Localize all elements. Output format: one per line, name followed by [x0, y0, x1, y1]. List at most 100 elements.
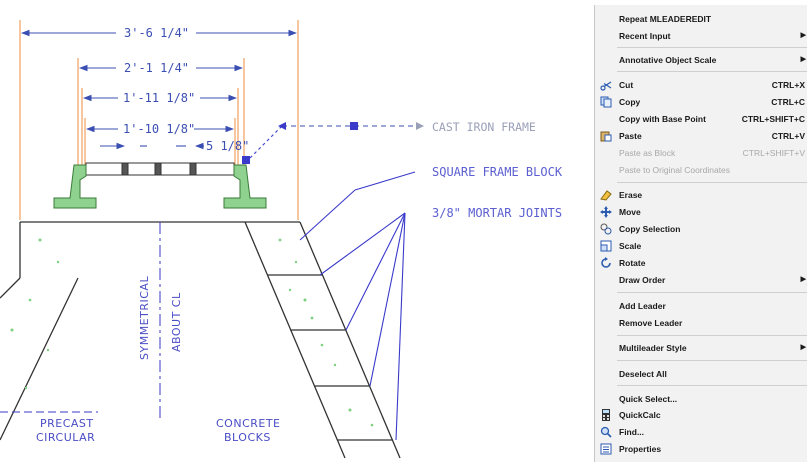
menu-item-deselect-all[interactable]: Deselect All [595, 366, 807, 382]
menu-item-annotative-object-scale[interactable]: Annotative Object Scale ▶ [595, 52, 807, 68]
menu-item-label: Recent Input [619, 31, 671, 41]
menu-separator [617, 71, 807, 72]
note-circular: CIRCULAR [36, 431, 95, 444]
dim-inner-width-2: 1'-10 1/8" [123, 122, 195, 136]
menu-item-label: QuickCalc [619, 410, 661, 420]
menu-item-label: Quick Select... [619, 394, 678, 404]
find-icon [600, 426, 612, 438]
menu-item-label: Move [619, 207, 641, 217]
eraser-icon [600, 190, 612, 201]
concrete-structure [0, 221, 401, 459]
menu-item-find[interactable]: Find... [595, 424, 807, 440]
menu-item-rotate[interactable]: Rotate [595, 255, 807, 271]
menu-item-shortcut: CTRL+C [771, 97, 805, 107]
concrete-specks [10, 238, 374, 427]
menu-item-recent-input[interactable]: Recent Input ▶ [595, 28, 807, 44]
menu-item-label: Remove Leader [619, 318, 683, 328]
note-precast: PRECAST [40, 417, 94, 430]
note-about-cl: ABOUT CL [170, 292, 183, 352]
leader-arrow [278, 122, 286, 130]
cast-iron-frame [53, 164, 267, 209]
rotate-icon [601, 257, 611, 268]
note-concrete: CONCRETE [216, 417, 281, 430]
menu-item-label: Paste as Block [619, 148, 676, 158]
copy-selection-icon [600, 223, 612, 235]
note-blocks: BLOCKS [224, 431, 271, 444]
menu-item-label: Cut [619, 80, 634, 90]
submenu-arrow-icon: ▶ [800, 276, 806, 283]
context-menu: Repeat MLEADEREDIT Recent Input ▶ Annotat… [594, 5, 807, 462]
menu-separator [617, 385, 807, 386]
paste-icon [600, 131, 612, 142]
leader-grip-point[interactable] [350, 122, 358, 130]
callout-square-frame-block: SQUARE FRAME BLOCK [432, 165, 563, 179]
menu-item-copy-selection[interactable]: Copy Selection [595, 221, 807, 237]
menu-item-copy-with-base-point[interactable]: Copy with Base Point CTRL+SHIFT+C [595, 111, 807, 127]
leader-lines [249, 125, 422, 441]
submenu-arrow-icon: ▶ [800, 32, 806, 39]
menu-separator [617, 360, 807, 361]
scale-icon [600, 240, 612, 252]
menu-item-label: Properties [619, 444, 662, 454]
menu-item-paste-to-original-coordinates[interactable]: Paste to Original Coordinates [595, 162, 807, 178]
callout-mortar-joints: 3/8" MORTAR JOINTS [432, 206, 562, 220]
menu-item-draw-order[interactable]: Draw Order ▶ [595, 272, 807, 288]
menu-item-move[interactable]: Move [595, 204, 807, 220]
menu-item-label: Multileader Style [619, 343, 687, 353]
menu-item-label: Paste [619, 131, 642, 141]
leader-arrow [416, 122, 424, 130]
menu-item-label: Add Leader [619, 301, 666, 311]
menu-item-shortcut: CTRL+SHIFT+V [742, 148, 805, 158]
menu-item-shortcut: CTRL+X [771, 80, 805, 90]
menu-item-label: Copy with Base Point [619, 114, 706, 124]
grate [85, 162, 235, 176]
menu-item-label: Rotate [619, 258, 646, 268]
menu-item-cut[interactable]: Cut CTRL+X [595, 77, 807, 93]
menu-item-label: Scale [619, 241, 642, 251]
menu-item-label: Draw Order [619, 275, 666, 285]
dimension-text: 3'-6 1/4" 2'-1 1/4" 1'-11 1/8" 1'-10 1/8… [123, 26, 249, 153]
note-symmetrical: SYMMETRICAL [138, 276, 151, 360]
menu-item-remove-leader[interactable]: Remove Leader [595, 315, 807, 331]
menu-item-copy[interactable]: Copy CTRL+C [595, 94, 807, 110]
menu-item-scale[interactable]: Scale [595, 238, 807, 254]
calculator-icon [602, 409, 610, 421]
callout-cast-iron-frame: CAST IRON FRAME [432, 120, 536, 134]
menu-item-repeat-mleaderedit[interactable]: Repeat MLEADEREDIT [595, 11, 807, 27]
menu-item-shortcut: CTRL+V [771, 131, 805, 141]
properties-icon [600, 443, 612, 455]
scissors-icon [600, 81, 612, 91]
submenu-arrow-icon: ▶ [800, 344, 806, 351]
menu-item-paste[interactable]: Paste CTRL+V [595, 128, 807, 144]
copy-icon [600, 96, 612, 108]
menu-item-label: Copy [619, 97, 641, 107]
dim-grate-slot: 5 1/8" [206, 139, 249, 153]
menu-separator [617, 182, 807, 183]
menu-item-add-leader[interactable]: Add Leader [595, 298, 807, 314]
extension-lines [19, 20, 299, 220]
dim-overall-width: 3'-6 1/4" [124, 26, 189, 40]
menu-item-label: Find... [619, 427, 645, 437]
submenu-arrow-icon: ▶ [800, 56, 806, 63]
menu-item-label: Deselect All [619, 369, 667, 379]
menu-separator [617, 335, 807, 336]
move-icon [600, 206, 612, 218]
menu-item-quick-select[interactable]: Quick Select... [595, 391, 807, 407]
menu-item-multileader-style[interactable]: Multileader Style ▶ [595, 340, 807, 356]
dim-frame-width: 2'-1 1/4" [124, 61, 189, 75]
frame-grip-point[interactable] [242, 156, 250, 164]
menu-item-label: Paste to Original Coordinates [619, 165, 731, 175]
menu-item-label: Annotative Object Scale [619, 55, 717, 65]
menu-item-paste-as-block[interactable]: Paste as Block CTRL+SHIFT+V [595, 145, 807, 161]
menu-item-shortcut: CTRL+SHIFT+C [741, 114, 805, 124]
menu-item-label: Erase [619, 190, 643, 200]
dimension-lines [20, 29, 298, 150]
menu-separator [617, 47, 807, 48]
menu-item-properties[interactable]: Properties [595, 441, 807, 457]
menu-item-quickcalc[interactable]: QuickCalc [595, 407, 807, 423]
dim-inner-width-1: 1'-11 1/8" [123, 91, 195, 105]
menu-separator [617, 292, 807, 293]
menu-item-erase[interactable]: Erase [595, 187, 807, 203]
menu-item-label: Repeat MLEADEREDIT [619, 14, 712, 24]
